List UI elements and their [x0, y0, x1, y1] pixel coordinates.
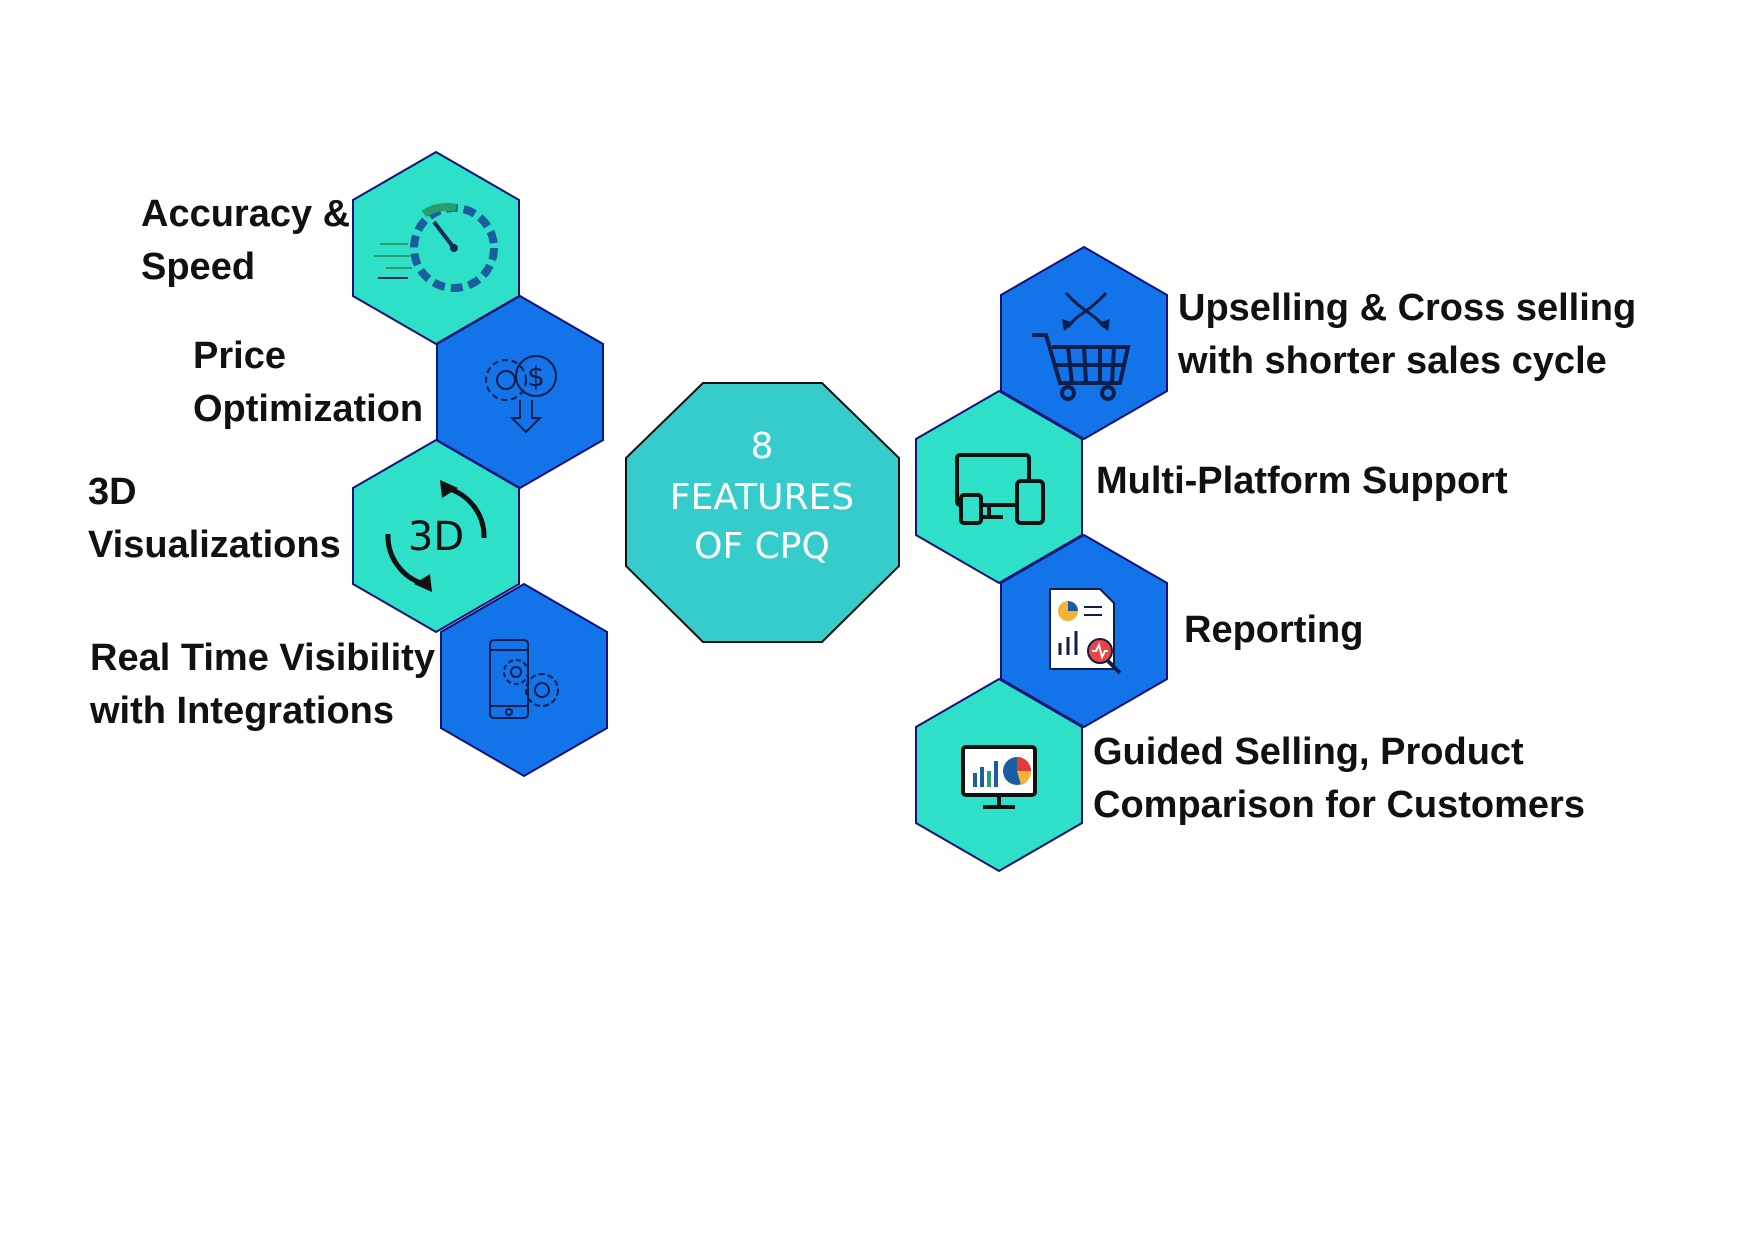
report-icon: [1049, 588, 1122, 675]
label-guided-line2: Comparison for Customers: [1093, 784, 1585, 826]
hex-upselling: [1000, 246, 1168, 440]
label-price-optimization: Price Optimization: [193, 330, 423, 436]
label-price-line1: Price: [193, 335, 286, 377]
hex-multi-platform: [915, 390, 1083, 584]
label-reporting: Reporting: [1184, 604, 1363, 657]
label-reporting-line1: Reporting: [1184, 609, 1364, 651]
label-accuracy-speed: Accuracy & Speed: [141, 188, 350, 294]
devices-icon: [955, 453, 1045, 525]
label-accuracy-line2: Speed: [141, 246, 256, 288]
dashboard-monitor-icon: [961, 745, 1037, 809]
label-3d-line2: Visualizations: [88, 524, 341, 566]
label-3d-line1: 3D: [88, 471, 137, 513]
center-title-line2: OF CPQ: [694, 526, 830, 567]
label-multiplatform-line1: Multi-Platform Support: [1096, 460, 1508, 502]
label-upselling-line1: Upselling & Cross selling: [1178, 287, 1637, 329]
label-upselling: Upselling & Cross selling with shorter s…: [1178, 282, 1636, 388]
center-title-line1: FEATURES: [670, 477, 854, 518]
hex-real-time-visibility: [440, 583, 608, 777]
label-realtime-line1: Real Time Visibility: [90, 637, 435, 679]
label-realtime-line2: with Integrations: [90, 690, 394, 732]
hex-accuracy-speed: [352, 151, 520, 345]
hex-guided-selling: [915, 678, 1083, 872]
price-gear-icon: $: [485, 355, 557, 434]
hex-reporting: [1000, 534, 1168, 728]
shopping-cart-icon: [1032, 291, 1131, 401]
mobile-gears-icon: [489, 639, 559, 719]
speedometer-icon: [374, 202, 498, 292]
hex-price-optimization: $: [436, 295, 604, 489]
3d-icon-text: 3D: [408, 514, 464, 560]
center-number: 8: [751, 426, 774, 467]
hex-3d-visualizations: 3D: [352, 439, 520, 633]
label-3d-visualizations: 3D Visualizations: [88, 466, 341, 572]
label-accuracy-line1: Accuracy &: [141, 193, 351, 235]
label-guided-selling: Guided Selling, Product Comparison for C…: [1093, 726, 1585, 832]
label-multi-platform: Multi-Platform Support: [1096, 455, 1508, 508]
label-guided-line1: Guided Selling, Product: [1093, 731, 1524, 773]
label-real-time-visibility: Real Time Visibility with Integrations: [90, 632, 435, 738]
svg-text:$: $: [527, 360, 545, 393]
label-price-line2: Optimization: [193, 388, 424, 430]
label-upselling-line2: with shorter sales cycle: [1178, 340, 1607, 382]
center-octagon: 8 FEATURES OF CPQ: [625, 382, 900, 643]
3d-rotate-icon: 3D: [385, 480, 487, 592]
